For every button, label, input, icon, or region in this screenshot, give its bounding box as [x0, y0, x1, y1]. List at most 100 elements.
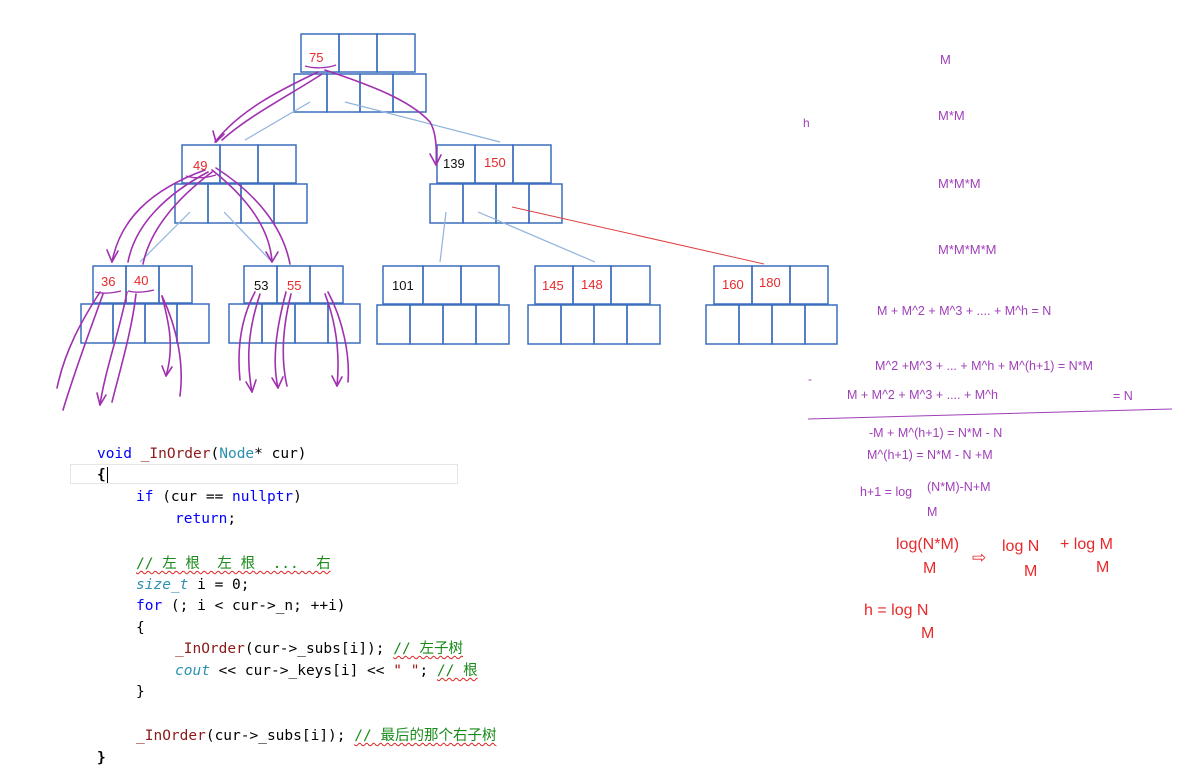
arrow-right-icon: ⇨ — [972, 548, 987, 567]
leaf4-sub-cell — [626, 304, 661, 345]
l1-left-key-cell — [257, 144, 297, 184]
leaf2-sub-cell — [228, 303, 263, 344]
math-level-4: M*M*M*M — [938, 242, 997, 257]
keyword: return — [175, 511, 228, 527]
math-h-plus-one: h+1 = log — [860, 485, 913, 499]
math-power-equation: M^(h+1) = N*M - N +M — [867, 448, 993, 462]
pointer-line — [139, 211, 191, 263]
current-line-highlight — [70, 464, 458, 484]
type-name: size_t — [136, 577, 189, 593]
code-comment: // 根 — [436, 663, 478, 679]
code-comment: // 最后的那个右子树 — [354, 728, 497, 744]
identifier: cout — [175, 663, 210, 679]
key-underline — [94, 290, 122, 294]
pointer-line — [344, 101, 501, 143]
string-literal: " " — [393, 663, 420, 679]
code-line-2: { — [97, 467, 106, 483]
l1-left-key-cell — [219, 144, 259, 184]
traversal-arrow — [212, 130, 225, 143]
leaf3-sub-cell — [442, 304, 477, 345]
key: 139 — [443, 156, 465, 171]
leaf2-sub-cell — [294, 303, 329, 344]
leaf1-key-cell — [158, 265, 193, 304]
traversal-arrow — [247, 293, 261, 393]
math-level-2: M*M — [938, 108, 965, 123]
leaf1-sub-cell — [176, 303, 210, 344]
root-sub-cell — [293, 73, 328, 113]
key: 55 — [287, 278, 301, 293]
traversal-arrow — [127, 171, 209, 263]
function-name: _InOrder — [140, 446, 211, 462]
traversal-arrow — [99, 291, 128, 406]
traversal-arrow — [214, 71, 319, 143]
key: 160 — [722, 277, 744, 292]
math-shifted-equation: M^2 +M^3 + ... + M^h + M^(h+1) = N*M — [875, 359, 1093, 373]
code-line-8: { — [136, 620, 145, 636]
key-underline — [185, 174, 217, 179]
root-sub-cell — [392, 73, 427, 113]
text-caret — [107, 467, 108, 483]
code-text: (cur->_subs[i]); — [244, 641, 394, 657]
traversal-arrow — [238, 291, 256, 381]
key-underline — [127, 289, 155, 293]
type-name: Node — [219, 446, 255, 462]
traversal-arrow — [161, 295, 172, 377]
math-log-argument: (N*M)-N+M — [927, 480, 991, 494]
leaf3-key-cell — [422, 265, 462, 305]
subtraction-line — [807, 408, 1173, 420]
keyword: if — [136, 489, 154, 505]
key: 150 — [484, 155, 506, 170]
math-log-base: M — [927, 505, 938, 519]
traversal-arrow — [327, 291, 350, 383]
math-sum-equation: M + M^2 + M^3 + .... + M^h = N — [877, 304, 1052, 318]
code-line-6: size_t i = 0; — [136, 575, 250, 595]
leaf3-sub-cell — [376, 304, 411, 345]
leaf5-sub-cell — [738, 304, 773, 345]
math-approx-log: log(N*M) — [896, 536, 960, 553]
keyword: for — [136, 598, 163, 614]
leaf4-sub-cell — [560, 304, 595, 345]
keyword: nullptr — [232, 489, 294, 505]
root-key: 75 — [309, 50, 323, 65]
traversal-arrow — [62, 293, 104, 411]
code-comment: // 左子树 — [393, 641, 463, 657]
code-line-7: for (; i < cur->_n; ++i) — [136, 596, 346, 616]
function-name: _InOrder — [136, 728, 206, 744]
math-subtracted-equation: M + M^2 + M^3 + .... + M^h — [847, 388, 998, 402]
code-text: (cur->_subs[i]); — [205, 728, 355, 744]
root-key-cell — [376, 33, 416, 73]
key: 101 — [392, 278, 414, 293]
l1-left-sub-cell — [207, 183, 242, 224]
leaf4-sub-cell — [527, 304, 562, 345]
math-split-logN-base: M — [1024, 563, 1038, 580]
code-line-10: cout << cur->_keys[i] << " "; // 根 — [175, 661, 478, 681]
traversal-arrow — [111, 293, 137, 403]
traversal-arrow — [282, 293, 292, 387]
key: 53 — [254, 278, 268, 293]
leaf4-key-cell — [610, 265, 651, 305]
key: 40 — [134, 273, 148, 288]
math-h-label: h — [803, 116, 810, 130]
leaf3-sub-cell — [475, 304, 510, 345]
math-level-3: M*M*M — [938, 176, 981, 191]
l1-right-sub-cell — [528, 183, 563, 224]
traversal-arrow — [211, 169, 273, 263]
leaf3-key-cell — [460, 265, 500, 305]
math-subtracted-equation-rhs: = N — [1113, 389, 1133, 403]
key: 148 — [581, 277, 603, 292]
code-line-11: } — [136, 684, 145, 700]
keyword: void — [97, 446, 132, 462]
key: 145 — [542, 278, 564, 293]
pointer-line — [439, 211, 447, 263]
l1-right-key-cell — [512, 144, 552, 184]
pointer-line-red — [511, 206, 765, 265]
leaf4-sub-cell — [593, 304, 628, 345]
math-level-1: M — [940, 52, 951, 67]
l1-left-sub-cell — [273, 183, 308, 224]
function-name: _InOrder — [175, 641, 245, 657]
traversal-arrow — [245, 379, 257, 393]
key: 180 — [759, 275, 781, 290]
traversal-arrow — [274, 291, 287, 389]
key-underline — [304, 64, 337, 69]
traversal-arrow — [221, 73, 323, 141]
